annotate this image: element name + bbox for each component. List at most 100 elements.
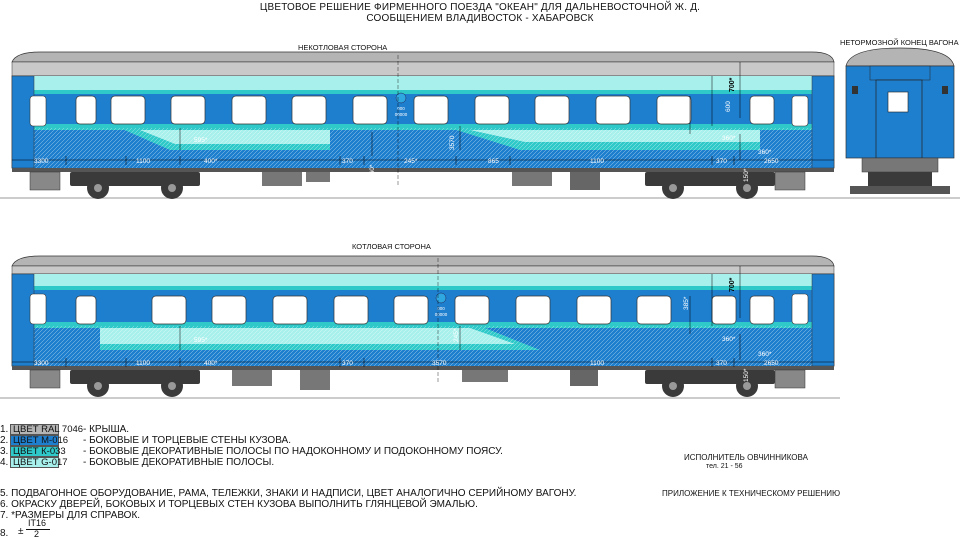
- bogie-right-bottom: [645, 370, 775, 397]
- note-8-sign: ±: [18, 526, 24, 537]
- legend-item-3: 3. ЦВЕТ К-033 - БОКОВЫЕ ДЕКОРАТИВНЫЕ ПОЛ…: [0, 446, 503, 457]
- dim-top-0: 3300: [34, 158, 49, 165]
- dim-bottom-6: 3570: [432, 360, 447, 367]
- dim-bottom-9: 2650: [764, 360, 779, 367]
- emblem-text-top-2: 00000: [395, 112, 408, 117]
- roof-eave-bottom: [11, 265, 835, 275]
- legend-swatch-2: ЦВЕТ М-016: [10, 435, 68, 446]
- dim-top-8: 865: [488, 158, 499, 165]
- windows-bottom: [75, 295, 775, 325]
- legend-color-name-4: ЦВЕТ G-017: [13, 457, 68, 468]
- dim-bottom-13: 385*: [683, 296, 690, 310]
- legend-num-3: 3.: [0, 446, 9, 457]
- dim-bottom-2: 400*: [204, 360, 218, 367]
- legend-item-4: 4. ЦВЕТ G-017 - БОКОВЫЕ ДЕКОРАТИВНЫЕ ПОЛ…: [0, 457, 274, 468]
- dim-bottom-15: 700*: [729, 277, 736, 292]
- dim-bottom-7: 1100: [590, 360, 604, 367]
- dim-bottom-8: 370: [716, 360, 727, 367]
- lower-stripe-dark-bottom: [12, 322, 834, 328]
- dim-bottom-11: 360*: [722, 336, 736, 343]
- color-legend: 1. ЦВЕТ RAL 7046 - КРЫША. 2. ЦВЕТ М-016 …: [0, 424, 560, 468]
- note-7: 7. *РАЗМЕРЫ ДЛЯ СПРАВОК.: [0, 510, 141, 521]
- legend-swatch-4: ЦВЕТ G-017: [10, 457, 68, 468]
- legend-color-name-1: ЦВЕТ RAL 7046: [13, 424, 84, 435]
- roof-top: [11, 51, 835, 63]
- executor-phone: тел. 21 - 56: [706, 463, 743, 470]
- dim-top-11: 2650: [764, 158, 779, 165]
- dim-top-5: 360*: [369, 164, 376, 178]
- upper-stripe-dark-top: [12, 90, 834, 94]
- legend-desc-3: - БОКОВЫЕ ДЕКОРАТИВНЫЕ ПОЛОСЫ ПО НАДОКОН…: [83, 446, 503, 457]
- lower-stripe-dark-top: [12, 124, 834, 130]
- emblem-bottom: [435, 292, 447, 304]
- dim-top-17: 700*: [729, 77, 736, 92]
- dim-bottom-1: 1100: [136, 360, 150, 367]
- note-5: 5. ПОДВАГОННОЕ ОБОРУДОВАНИЕ, РАМА, ТЕЛЕЖ…: [0, 488, 577, 499]
- end-door: [875, 79, 923, 159]
- dim-top-9: 1100: [590, 158, 604, 165]
- dim-top-6: 245*: [404, 158, 418, 165]
- emblem-text-top: 000: [397, 106, 405, 111]
- car-side-view-bottom: 000 00000: [0, 255, 840, 399]
- drawing-title-line2: СООБЩЕНИЕМ ВЛАДИВОСТОК - ХАБАРОВСК: [366, 13, 594, 24]
- view-label-end: НЕТОРМОЗНОЙ КОНЕЦ ВАГОНА: [840, 38, 959, 47]
- dim-bottom-3: 595*: [194, 337, 208, 344]
- note-8-num: 8.: [0, 528, 9, 539]
- legend-color-name-2: ЦВЕТ М-016: [13, 435, 69, 446]
- dim-top-2: 400*: [204, 158, 218, 165]
- bogie-left-top: [70, 172, 200, 199]
- dim-top-7: 3570: [449, 135, 456, 150]
- dim-top-10: 370: [716, 158, 727, 165]
- dim-top-3: 595*: [194, 137, 208, 144]
- view-label-bottom: КОТЛОВАЯ СТОРОНА: [352, 242, 431, 251]
- dim-top-14: 360*: [758, 149, 772, 156]
- roof-eave-top: [11, 61, 835, 77]
- legend-desc-4: - БОКОВЫЕ ДЕКОРАТИВНЫЕ ПОЛОСЫ.: [83, 457, 275, 468]
- dim-top-4: 370: [342, 158, 353, 165]
- appendix-note: ПРИЛОЖЕНИЕ К ТЕХНИЧЕСКОМУ РЕШЕНИЮ: [662, 489, 841, 498]
- legend-desc-2: - БОКОВЫЕ И ТОРЦЕВЫЕ СТЕНЫ КУЗОВА.: [83, 435, 291, 446]
- legend-num-4: 4.: [0, 457, 9, 468]
- note-8-denominator: 2: [34, 529, 40, 539]
- legend-desc-1: - КРЫША.: [83, 424, 130, 435]
- note-8-numerator: IT16: [28, 518, 47, 528]
- car-end-view: [840, 47, 960, 199]
- drawing-title-line1: ЦВЕТОВОЕ РЕШЕНИЕ ФИРМЕННОГО ПОЕЗДА "ОКЕА…: [259, 2, 701, 13]
- car-side-view-top: 000 00000: [0, 51, 840, 199]
- roof-bottom: [11, 255, 835, 267]
- dim-bottom-5: 245*: [453, 328, 460, 342]
- emblem-text-bottom: 000: [437, 306, 445, 311]
- legend-swatch-3: ЦВЕТ К-033: [10, 446, 66, 457]
- note-8-fraction-bar: [26, 529, 50, 530]
- legend-num-2: 2.: [0, 435, 9, 446]
- dim-bottom-0: 3300: [34, 360, 49, 367]
- dim-top-15: 385*: [683, 96, 690, 110]
- bogie-right-top: [645, 172, 775, 199]
- legend-swatch-1: ЦВЕТ RAL 7046: [10, 424, 83, 435]
- legend-num-1: 1.: [0, 424, 9, 435]
- end-door-right-top: [811, 75, 835, 169]
- emblem-text-bottom-2: 00000: [435, 312, 448, 317]
- dim-bottom-14: 600: [725, 301, 732, 312]
- dim-bottom-4: 370: [342, 360, 353, 367]
- upper-stripe-light-top: [12, 76, 834, 90]
- upper-stripe-dark-bottom: [12, 286, 834, 290]
- legend-item-2: 2. ЦВЕТ М-016 - БОКОВЫЕ И ТОРЦЕВЫЕ СТЕНЫ…: [0, 435, 291, 446]
- legend-color-name-3: ЦВЕТ К-033: [13, 446, 66, 457]
- notes: 5. ПОДВАГОННОЕ ОБОРУДОВАНИЕ, РАМА, ТЕЛЕЖ…: [0, 488, 640, 539]
- dim-top-16: 600: [725, 101, 732, 112]
- note-6: 6. ОКРАСКУ ДВЕРЕЙ, БОКОВЫХ И ТОРЦЕВЫХ СТ…: [0, 499, 478, 510]
- view-label-top: НЕКОТЛОВАЯ СТОРОНА: [298, 43, 388, 52]
- dim-top-12: 150*: [743, 168, 750, 182]
- car-drawings: 000 00000: [0, 47, 960, 399]
- dim-top-13: 360*: [722, 135, 736, 142]
- dim-bottom-12: 360*: [758, 351, 772, 358]
- upper-stripe-light-bottom: [12, 274, 834, 286]
- bogie-left-bottom: [70, 370, 200, 397]
- dim-top-1: 1100: [136, 158, 150, 165]
- legend-item-1: 1. ЦВЕТ RAL 7046 - КРЫША.: [0, 424, 129, 435]
- dim-bottom-10: 150*: [743, 368, 750, 382]
- windows-top: [75, 95, 775, 125]
- emblem-top: [395, 92, 407, 104]
- executor-name: ИСПОЛНИТЕЛЬ ОВЧИННИКОВА: [684, 453, 808, 462]
